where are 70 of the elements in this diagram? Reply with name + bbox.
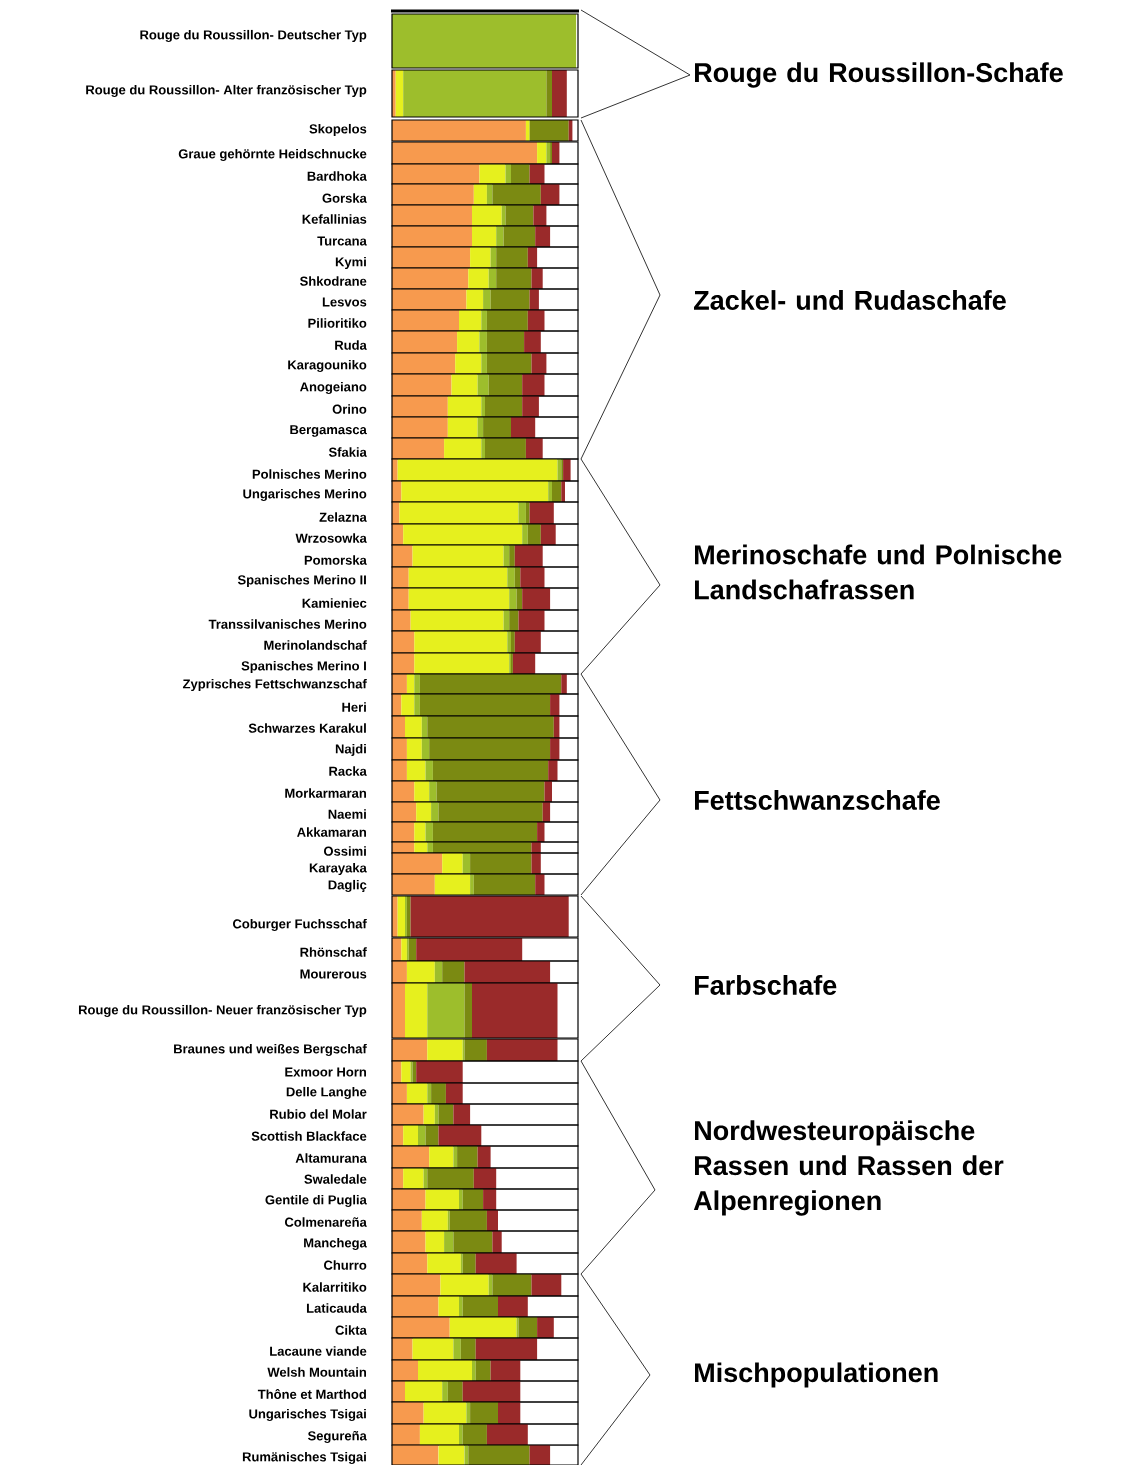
breed-label: Naemi xyxy=(328,809,366,819)
breed-label: Shkodrane xyxy=(300,276,367,286)
breed-label: Rumänisches Tsigai xyxy=(242,1451,366,1465)
breed-label: Spanisches Merino I xyxy=(241,660,366,674)
breed-label: Bardhoka xyxy=(307,171,367,181)
group-label: Merinoschafe und Polnische Landschafrassen xyxy=(695,544,1062,600)
breed-label: Schwarzes Karakul xyxy=(248,723,366,733)
breed-label: Ruda xyxy=(335,340,367,350)
breed-label: Anogeiano xyxy=(299,381,367,395)
breed-label: Sfakia xyxy=(328,447,367,457)
breed-label: Braunes und weißes Bergschaf xyxy=(174,1043,367,1057)
breed-label: Coburger Fuchsschaf xyxy=(233,918,367,932)
breed-label: Welsh Mountain xyxy=(267,1367,366,1377)
breed-label: Exmoor Horn xyxy=(285,1067,366,1077)
breed-label: Dagliç xyxy=(328,879,367,893)
breed-label: Thône et Marthod xyxy=(257,1389,366,1399)
group-label: Rouge du Roussillon-Schafe xyxy=(695,62,1063,88)
breed-label: Racka xyxy=(329,766,367,776)
breed-label: Segureña xyxy=(307,1430,367,1444)
breed-label: Lesvos xyxy=(322,297,367,307)
breed-label: Heri xyxy=(342,702,366,712)
group-label: Fettschwanzschafe xyxy=(695,790,940,810)
breed-label: Bergamasca xyxy=(290,425,367,437)
group-label: Mischpopulationen xyxy=(695,1362,938,1388)
breed-label: Pilioritiko xyxy=(308,318,367,328)
group-label: Zackel- und Rudaschafe xyxy=(694,290,1006,310)
breed-label: Delle Langhe xyxy=(286,1086,367,1100)
breed-label: Gentile di Puglia xyxy=(265,1194,367,1208)
breed-label: Polnisches Merino xyxy=(252,469,367,479)
breed-label: Turcana xyxy=(317,236,367,246)
breed-label: Rouge du Roussillon- Deutscher Typ xyxy=(140,29,367,43)
breed-label: Zelazna xyxy=(319,512,367,522)
breed-label: Zyprisches Fettschwanzschaf xyxy=(182,678,367,692)
breed-label: Orino xyxy=(332,404,367,414)
breed-label: Manchega xyxy=(304,1237,367,1251)
breed-label: Gorska xyxy=(322,193,367,203)
breed-label: Spanisches Merino II xyxy=(237,574,366,588)
breed-label: Lacaune viande xyxy=(270,1346,367,1356)
breed-label: Laticauda xyxy=(307,1303,367,1313)
breed-label: Karagouniko xyxy=(288,359,367,373)
breed-label: Ossimi xyxy=(324,846,366,856)
breed-label: Graue gehörnte Heidschnucke xyxy=(178,148,367,162)
breed-label: Swaledale xyxy=(304,1174,367,1184)
breed-label: Rhönschaf xyxy=(300,947,367,957)
breed-label: Ungarisches Tsigai xyxy=(249,1408,366,1422)
breed-label: Rouge du Roussillon- Neuer französischer Typ xyxy=(79,1004,367,1018)
breed-label: Mourerous xyxy=(300,969,367,979)
breed-label: Cikta xyxy=(335,1325,367,1335)
breed-label: Transsilvanisches Merino xyxy=(208,619,367,629)
breed-label: Kalarritiko xyxy=(303,1282,367,1292)
breed-label: Karayaka xyxy=(309,862,367,876)
group-label: Farbschafe xyxy=(695,975,837,995)
breed-label: Skopelos xyxy=(309,123,367,137)
breed-label: Kamieniec xyxy=(302,598,367,608)
breed-label: Wrzosowka xyxy=(295,533,367,543)
breed-label: Pomorska xyxy=(304,555,367,565)
breed-label: Rubio del Molar xyxy=(270,1109,367,1119)
group-label: Nordwesteuropäische Rassen und Rassen der Alpenregionen xyxy=(693,1120,1004,1216)
breed-label: Najdi xyxy=(335,743,366,757)
breed-label: Morkarmaran xyxy=(285,788,366,798)
breed-label: Kymi xyxy=(335,256,366,270)
breed-label: Akkamaran xyxy=(297,827,366,837)
breed-label: Scottish Blackface xyxy=(251,1131,367,1141)
breed-label: Kefallinias xyxy=(302,214,367,224)
breed-label: Churro xyxy=(324,1260,367,1270)
breed-label: Altamurana xyxy=(295,1153,367,1163)
breed-label: Merinolandschaf xyxy=(264,640,367,650)
breed-label: Colmenareña xyxy=(284,1217,367,1227)
breed-label: Ungarisches Merino xyxy=(243,488,367,502)
breed-label: Rouge du Roussillon- Alter französischer Typ xyxy=(86,84,367,98)
